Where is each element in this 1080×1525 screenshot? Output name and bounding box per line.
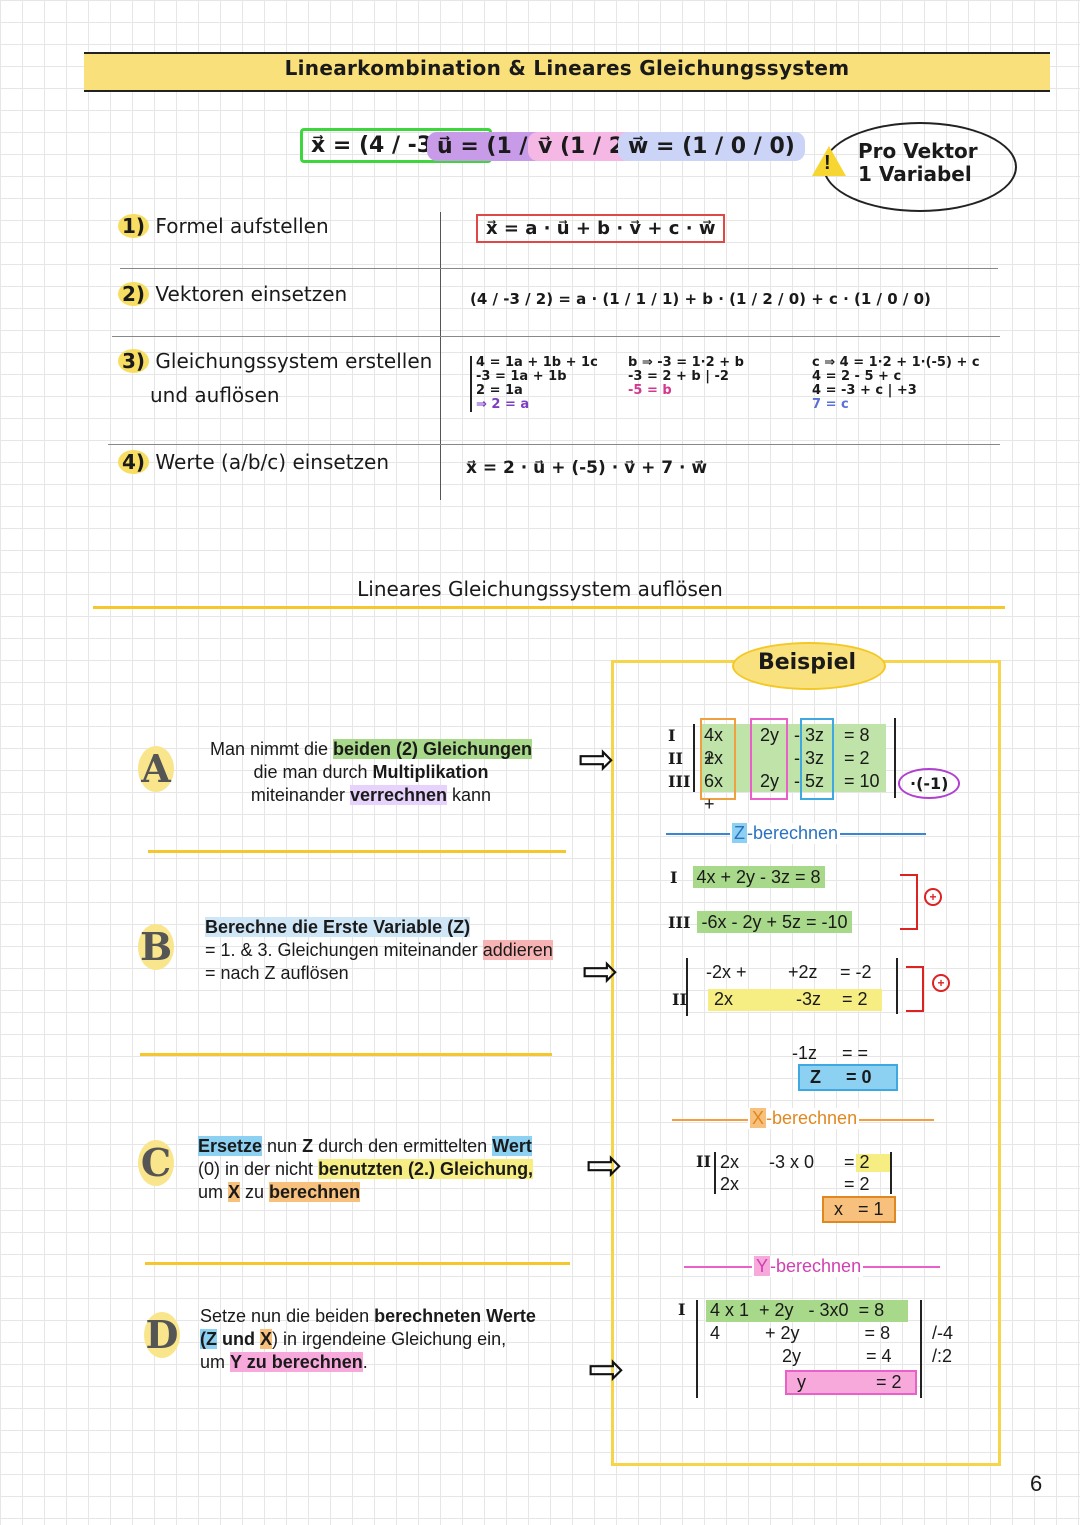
- divider: [145, 1262, 570, 1265]
- title-bar: [84, 52, 1050, 92]
- plus-icon: +: [924, 888, 942, 906]
- step-1-formula: x⃗ = a · u⃗ + b · v⃗ + c · w⃗: [476, 214, 726, 243]
- vector-w: w⃗ = (1 / 0 / 0): [618, 132, 805, 161]
- step-2-formula: (4 / -3 / 2) = a · (1 / 1 / 1) + b · (1 …: [470, 290, 931, 308]
- arrow-right-icon: ⇨: [588, 1345, 625, 1394]
- explanation-b: Berechne die Erste Variable (Z) = 1. & 3…: [205, 917, 553, 983]
- z-result: Z = 0: [798, 1064, 898, 1091]
- section-underline: [93, 606, 1005, 609]
- add-bracket: [906, 966, 924, 1012]
- bracket: [896, 958, 898, 1014]
- letter-d: D: [144, 1312, 180, 1358]
- multiplier-note: ·(-1): [898, 768, 961, 799]
- step-3-col2: b ⇒ -3 = 1·2 + b-3 = 2 + b | -2-5 = b: [628, 355, 744, 398]
- z-title: Z-berechnen: [730, 823, 841, 844]
- row-divider: [108, 444, 1000, 445]
- x-result: x = 1: [822, 1196, 896, 1223]
- section-title: Lineares Gleichungssystem auflösen: [357, 577, 723, 601]
- step-4: 4) Werte (a/b/c) einsetzen: [118, 450, 389, 474]
- row-divider: [120, 268, 998, 269]
- example-label: Beispiel: [757, 650, 857, 675]
- arrow-right-icon: ⇨: [582, 947, 619, 996]
- divider: [148, 850, 566, 853]
- explanation-a: Man nimmt die beiden (2) Gleichungen die…: [209, 739, 533, 805]
- divider: [140, 1053, 552, 1056]
- page-number: 6: [1030, 1471, 1043, 1496]
- z-equation-3: III -6x - 2y + 5z = -10: [668, 911, 908, 933]
- plus-icon: +: [932, 974, 950, 992]
- warning-icon: [812, 146, 846, 176]
- x-title: X-berechnen: [748, 1108, 860, 1129]
- y-title: Y-berechnen: [752, 1256, 864, 1277]
- explanation-d: Setze nun die beiden berechneten Werte (…: [200, 1306, 536, 1372]
- z-equation-2: II 2x -3z = 2: [672, 989, 892, 1011]
- letter-b: B: [138, 924, 174, 970]
- explanation-c: Ersetze nun Z durch den ermittelten Wert…: [198, 1136, 534, 1202]
- step-4-formula: x⃗ = 2 · u⃗ + (-5) · v⃗ + 7 · w⃗: [466, 458, 708, 478]
- table-divider: [440, 212, 441, 500]
- arrow-right-icon: ⇨: [578, 735, 615, 784]
- letter-c: C: [138, 1140, 174, 1186]
- y-result: y = 2: [785, 1370, 917, 1395]
- arrow-right-icon: ⇨: [586, 1141, 623, 1190]
- step-2: 2) Vektoren einsetzen: [118, 282, 347, 306]
- step-3: 3) Gleichungssystem erstellen: [118, 349, 432, 373]
- step-1: 1) Formel aufstellen: [118, 214, 329, 238]
- add-bracket: [900, 874, 918, 930]
- page-title: Linearkombination & Lineares Gleichungss…: [284, 56, 850, 80]
- step-3-label2: und auflösen: [150, 383, 280, 407]
- z-result-1: -1z = =: [792, 1043, 869, 1063]
- example-badge: [732, 642, 886, 690]
- z-equation-1: I 4x + 2y - 3z = 8: [670, 866, 910, 888]
- warning-mark: !: [824, 152, 831, 174]
- letter-a: A: [138, 746, 174, 792]
- row-divider: [112, 336, 1000, 337]
